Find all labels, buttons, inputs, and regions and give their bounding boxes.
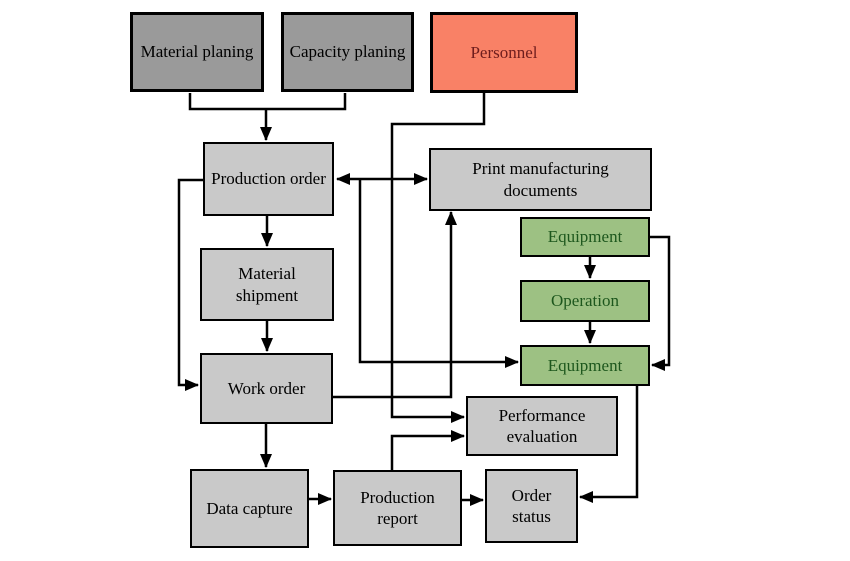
box-personnel: Personnel: [430, 12, 578, 93]
box-work-order: Work order: [200, 353, 333, 424]
box-material-planing: Material planing: [130, 12, 264, 92]
edge-work-order-to-print-documents: [333, 211, 457, 399]
box-production-order: Production order: [203, 142, 334, 216]
box-print-manufacturing-documents: Print manufacturing documents: [429, 148, 652, 211]
box-equipment-top: Equipment: [520, 217, 650, 257]
edge-branch-to-equipment-bottom: [358, 179, 519, 368]
edge-equipment-top-to-equipment-bottom-loop: [650, 235, 671, 371]
box-data-capture: Data capture: [190, 469, 309, 548]
edge-personnel-to-performance-evaluation: [390, 93, 486, 423]
box-order-status: Order status: [485, 469, 578, 543]
box-production-report: Production report: [333, 470, 462, 546]
box-operation: Operation: [520, 280, 650, 322]
edge-production-order-to-work-order-loop: [177, 178, 203, 391]
box-capacity-planing: Capacity planing: [281, 12, 414, 92]
edge-equipment-bottom-to-order-status: [579, 386, 639, 503]
box-equipment-bottom: Equipment: [520, 345, 650, 386]
edge-planning-merge-bracket: [188, 93, 347, 111]
box-performance-evaluation: Performance evaluation: [466, 396, 618, 456]
edge-production-report-to-performance-evaluation: [390, 430, 465, 470]
box-material-shipment: Material shipment: [200, 248, 334, 321]
